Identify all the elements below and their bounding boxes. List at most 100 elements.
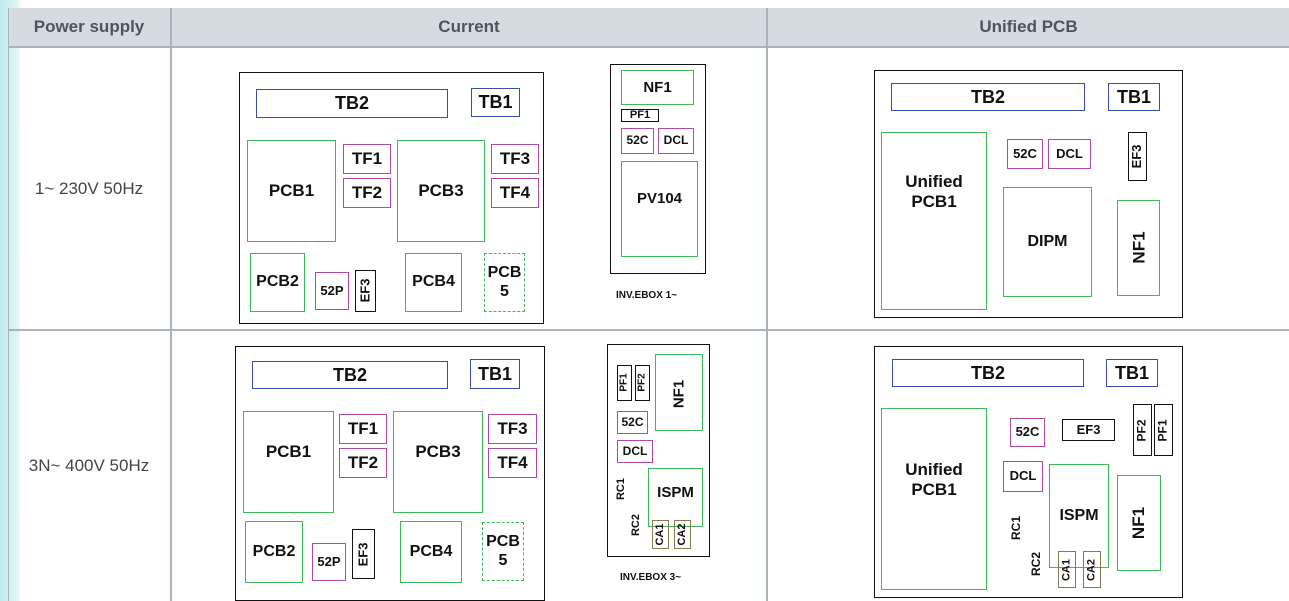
tb1-block xyxy=(471,88,520,117)
pv104-label: PV104 xyxy=(636,190,683,208)
pcb3-block xyxy=(397,140,485,242)
pf2-block xyxy=(635,365,650,401)
tb1-block xyxy=(470,359,520,389)
pcb1-block xyxy=(243,411,334,513)
pcb4-block xyxy=(400,521,462,583)
nf1-label: NF1 xyxy=(1129,231,1149,264)
ca2-block xyxy=(674,520,691,549)
tb2-label: TB2 xyxy=(970,86,1005,107)
dcl-label: DCL xyxy=(1009,468,1037,484)
ca1-label: CA1 xyxy=(1060,559,1073,582)
pf1-block xyxy=(617,365,632,401)
nf1-block xyxy=(655,354,703,431)
pf1-block xyxy=(1154,404,1173,456)
dcl-block xyxy=(1003,461,1043,492)
tf3-block xyxy=(488,414,537,444)
dcl-block xyxy=(1048,139,1091,169)
grid-line xyxy=(8,46,1289,48)
ef3-label: EF3 xyxy=(357,278,373,303)
52c-label: 52C xyxy=(621,414,644,429)
nf1-block xyxy=(1117,475,1161,571)
pcb2-block xyxy=(245,521,303,583)
tb2-label: TB2 xyxy=(334,93,369,114)
pcb3-block xyxy=(393,411,483,513)
52c-label: 52C xyxy=(1013,145,1037,161)
ef3-label: EF3 xyxy=(1129,144,1145,169)
tf2-block xyxy=(339,448,387,478)
pcb2-block xyxy=(250,253,305,312)
current-ebox-frame-230v xyxy=(239,72,544,324)
ef3-label: EF3 xyxy=(1076,421,1101,437)
dcl-block xyxy=(658,128,694,154)
ispm-label: ISPM xyxy=(1059,506,1099,524)
pcb5-block xyxy=(482,522,524,581)
pcb1-block xyxy=(247,140,336,242)
decorative-side-band xyxy=(0,0,20,601)
tf4-label: TF4 xyxy=(499,183,531,203)
inv-ebox-3-frame xyxy=(607,344,710,557)
ca2-label: CA2 xyxy=(676,523,689,546)
dipm-label: DIPM xyxy=(1027,232,1068,250)
pcb2-label: PCB2 xyxy=(252,542,296,560)
pcb5-label: PCB 5 xyxy=(487,264,522,300)
52c-block xyxy=(621,128,654,154)
tf1-label: TF1 xyxy=(351,149,383,169)
tf3-label: TF3 xyxy=(499,149,531,169)
rc1-label: RC1 xyxy=(614,478,627,501)
dipm-block xyxy=(1003,187,1092,297)
pcb4-block xyxy=(405,253,462,312)
52p-label: 52P xyxy=(320,282,344,298)
header-unified-pcb: Unified PCB xyxy=(768,8,1289,46)
ca1-block xyxy=(1058,551,1076,588)
inv-ebox-3-caption: INV.EBOX 3~ xyxy=(620,572,682,583)
ca2-block xyxy=(1083,551,1101,588)
inv-ebox-1-frame xyxy=(610,64,706,274)
unified-pcb1-block xyxy=(881,132,987,310)
ef3-block xyxy=(1062,419,1115,441)
52p-block xyxy=(315,272,349,310)
dcl-block xyxy=(617,440,653,463)
nf1-label: NF1 xyxy=(1129,506,1149,540)
pcb1-label: PCB1 xyxy=(268,181,315,201)
52c-label: 52C xyxy=(626,133,649,148)
tb1-label: TB1 xyxy=(478,92,513,113)
tb1-label: TB1 xyxy=(1116,86,1151,107)
rc2-label: RC2 xyxy=(1029,552,1044,577)
ef3-label: EF3 xyxy=(355,542,371,567)
ispm-label: ISPM xyxy=(657,484,694,502)
52c-label: 52C xyxy=(1015,424,1040,440)
unified-ebox-frame-230v xyxy=(874,70,1183,318)
ca1-label: CA1 xyxy=(654,523,667,546)
tb1-block xyxy=(1108,83,1160,111)
tb1-label: TB1 xyxy=(1114,362,1149,383)
tf3-label: TF3 xyxy=(497,419,528,439)
52c-block xyxy=(1010,418,1045,447)
52c-block xyxy=(617,411,648,434)
tf2-block xyxy=(343,178,391,208)
ef3-block xyxy=(352,529,375,579)
52c-block xyxy=(1007,139,1043,169)
tf2-label: TF2 xyxy=(347,453,379,473)
inv-ebox-1-caption: INV.EBOX 1~ xyxy=(616,290,678,301)
unified-pcb1-block xyxy=(881,408,987,590)
ef3-block xyxy=(355,270,376,312)
pf1-label: PF1 xyxy=(629,109,651,122)
ef3-block xyxy=(1128,132,1147,181)
pf1-block xyxy=(621,109,659,122)
nf1-label: NF1 xyxy=(670,379,688,409)
pcb1-label: PCB1 xyxy=(265,442,312,462)
tb2-block xyxy=(892,359,1084,387)
unified-pcb1-label: Unified PCB1 xyxy=(905,460,963,499)
tf4-block xyxy=(488,448,537,478)
pcb5-label: PCB 5 xyxy=(486,533,520,569)
nf1-block xyxy=(621,70,694,105)
dcl-label: DCL xyxy=(622,443,648,458)
comparison-table: Power supply Current Unified PCB 1~ 230V… xyxy=(8,8,1289,601)
unified-ebox-frame-400v xyxy=(874,346,1183,598)
tf1-label: TF1 xyxy=(347,419,379,439)
pf2-label: PF2 xyxy=(1134,419,1149,442)
row-label-230v: 1~ 230V 50Hz xyxy=(34,178,144,198)
tf3-block xyxy=(491,144,539,174)
pcb2-label: PCB2 xyxy=(256,273,299,291)
pcb3-label: PCB3 xyxy=(415,442,461,462)
